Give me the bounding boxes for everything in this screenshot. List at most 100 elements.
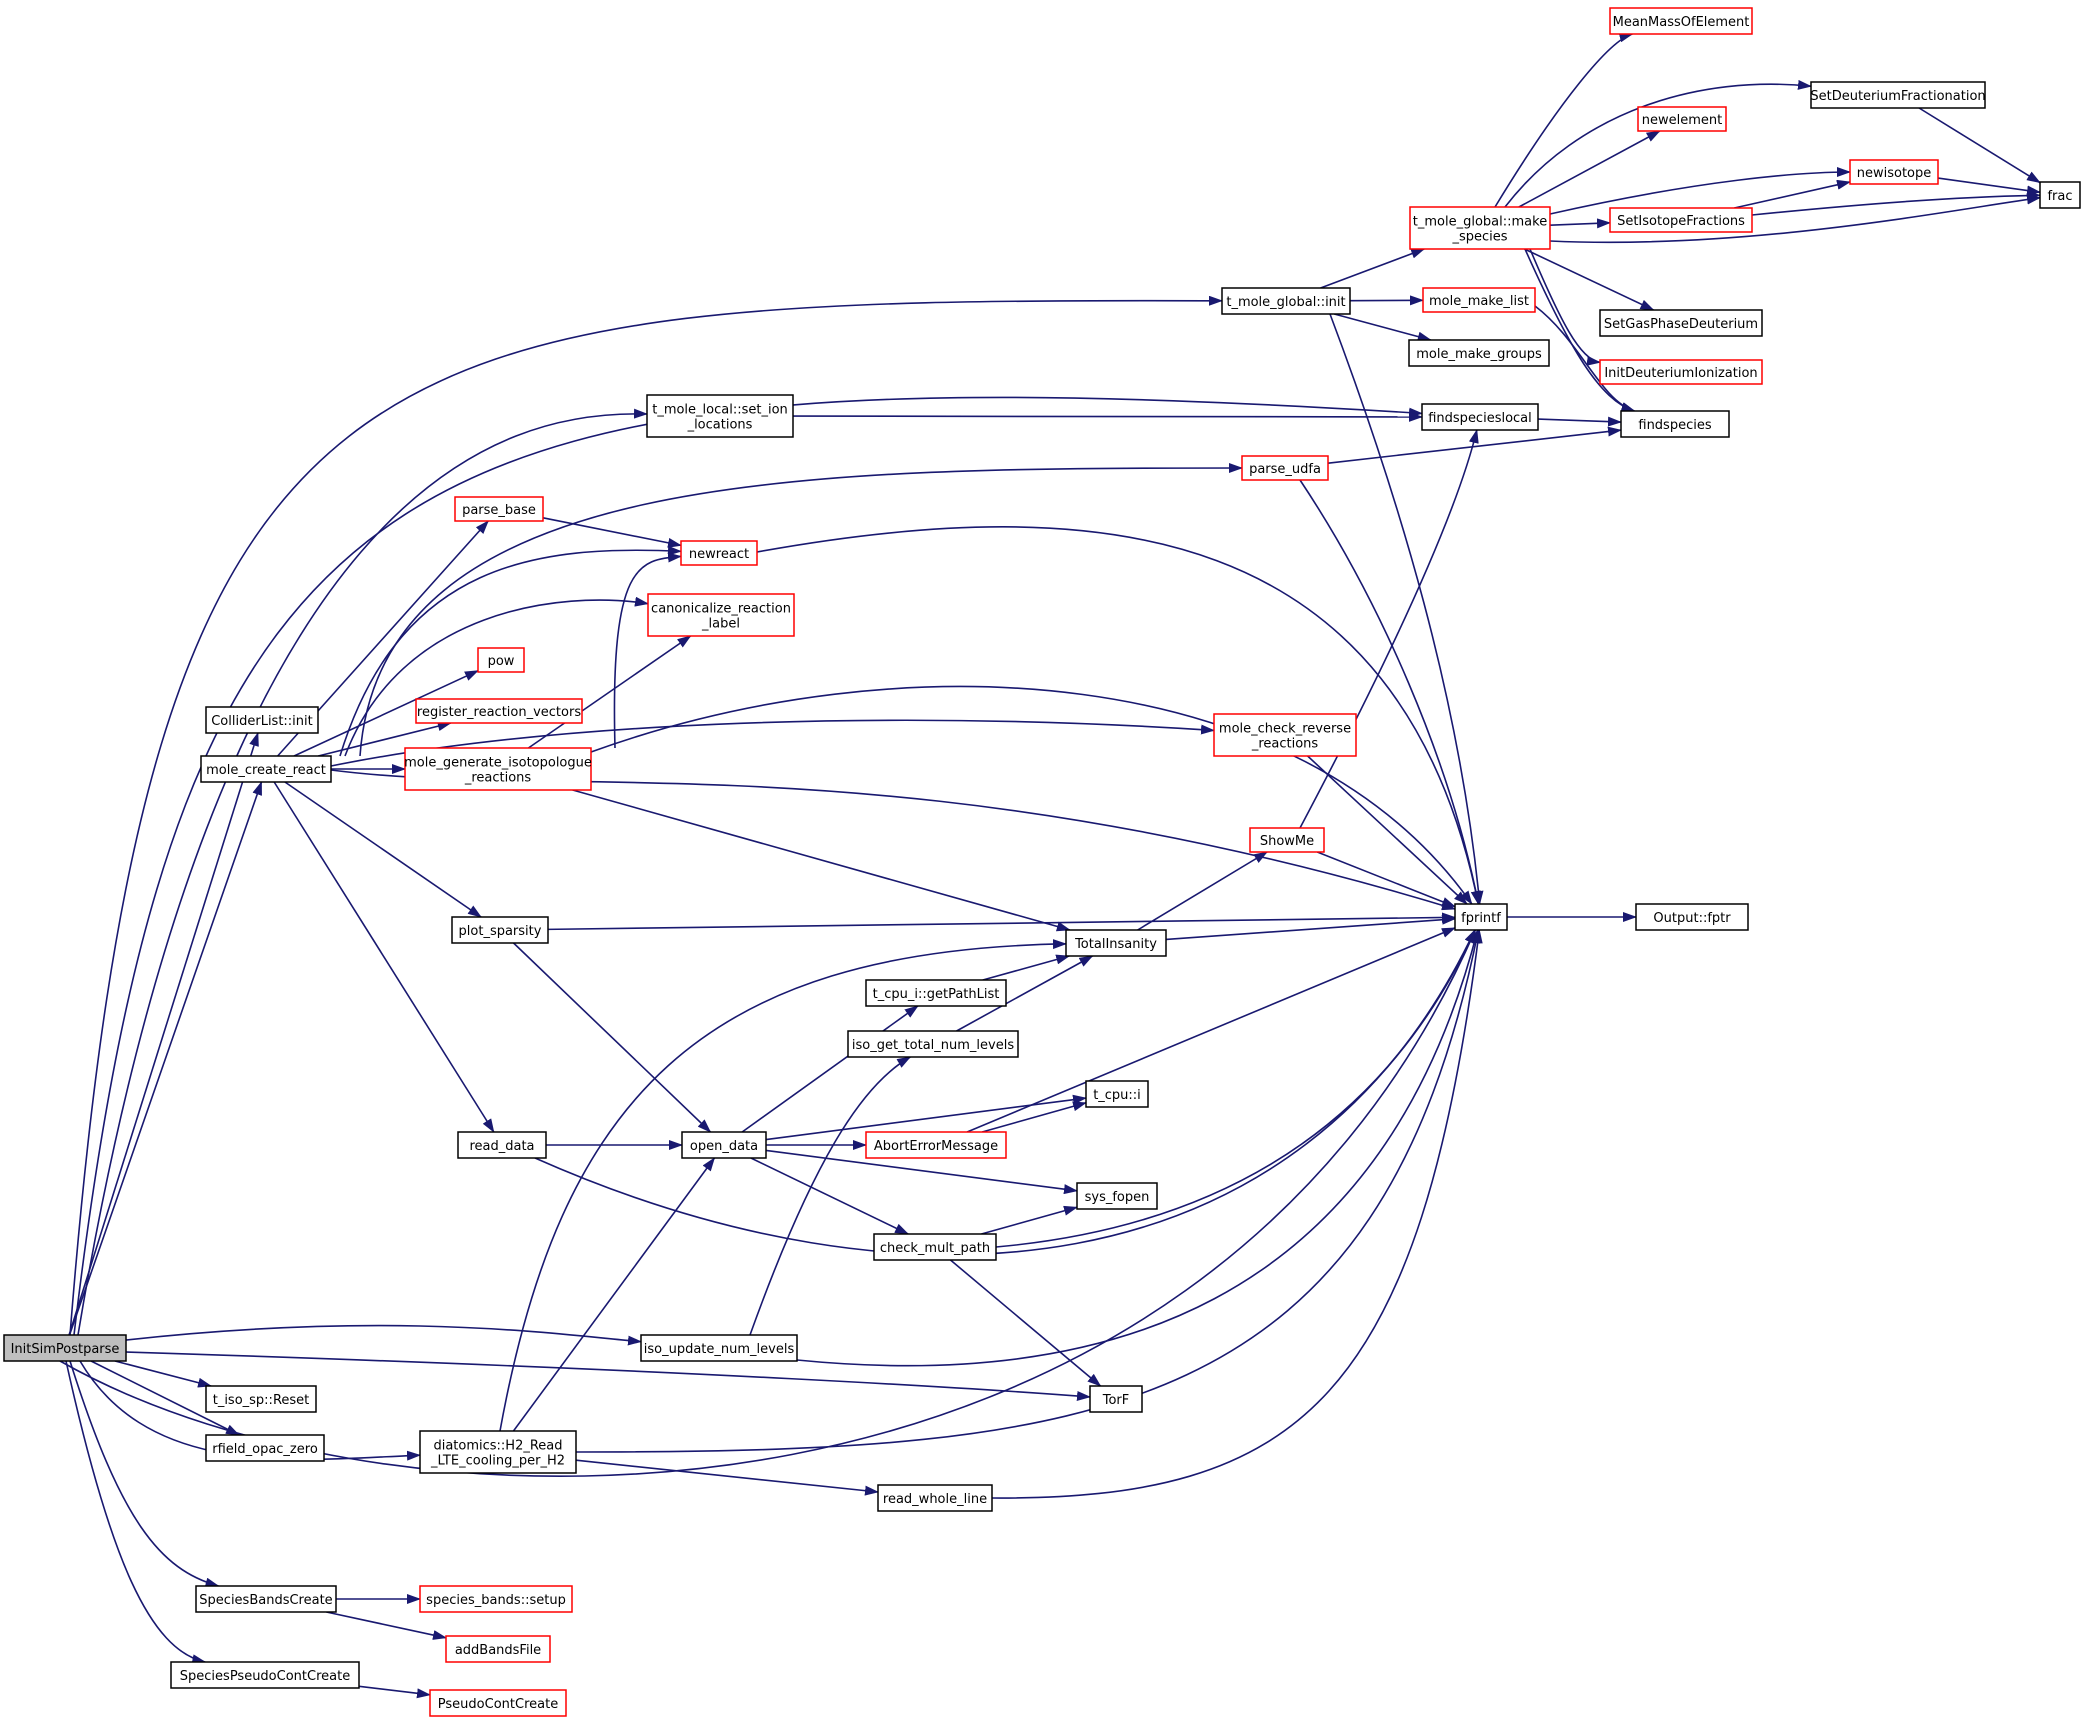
node-output-fptr[interactable]: Output::fptr [1635, 903, 1749, 931]
node-box [1065, 929, 1167, 957]
node-set-deuterium-fractionation[interactable]: SetDeuteriumFractionation [1810, 81, 1986, 109]
node-set-isotope-fractions[interactable]: SetIsotopeFractions [1609, 207, 1753, 233]
edge-t-mole-global-make-species-to-init-deuterium-ionization [1529, 248, 1601, 366]
node-sys-fopen[interactable]: sys_fopen [1076, 1182, 1158, 1210]
edge-check-mult-path-to-tor-f [949, 1259, 1102, 1387]
edge-diatomics-h2-read-to-total-insanity [499, 939, 1067, 1432]
node-mole-check-reverse-reactions[interactable]: mole_check_reverse_reactions [1213, 713, 1357, 757]
node-label: SetGasPhaseDeuterium [1604, 317, 1758, 332]
node-label: PseudoContCreate [438, 1697, 558, 1712]
node-newisotope[interactable]: newisotope [1849, 159, 1939, 185]
edge-mole-create-react-to-register-reaction-vectors [318, 721, 452, 757]
node-label: fprintf [1461, 911, 1501, 926]
node-findspecies[interactable]: findspecies [1620, 410, 1730, 438]
edge-open-data-to-check-mult-path [750, 1157, 910, 1235]
node-canonicalize-reaction-label[interactable]: canonicalize_reaction_label [647, 593, 795, 637]
node-box [1454, 903, 1508, 931]
node-species-bands-setup[interactable]: species_bands::setup [419, 1585, 573, 1613]
node-newelement[interactable]: newelement [1637, 106, 1727, 132]
node-add-bands-file[interactable]: addBandsFile [445, 1635, 551, 1663]
edge-diatomics-h2-read-to-read-whole-line [575, 1459, 879, 1496]
edge-species-bands-create-to-add-bands-file [326, 1611, 447, 1640]
node-newreact[interactable]: newreact [680, 540, 758, 566]
edge-open-data-to-sys-fopen [765, 1149, 1078, 1195]
node-species-pseudo-cont-create[interactable]: SpeciesPseudoContCreate [170, 1661, 360, 1689]
node-box [1221, 287, 1351, 315]
edge-show-me-to-fprintf [1316, 851, 1456, 908]
node-open-data[interactable]: open_data [681, 1131, 767, 1159]
node-plot-sparsity[interactable]: plot_sparsity [451, 916, 549, 944]
edge-mole-generate-isotopologue-reactions-to-fprintf [590, 685, 1473, 905]
node-t-cpu-i-get-path-list[interactable]: t_cpu_i::getPathList [865, 979, 1007, 1007]
node-box [640, 1334, 798, 1362]
node-t-iso-sp-reset[interactable]: t_iso_sp::Reset [205, 1385, 317, 1413]
node-box [1409, 206, 1551, 250]
node-label: findspecies [1638, 418, 1711, 433]
edge-mole-create-react-to-canonicalize-reaction-label [344, 596, 649, 757]
node-mean-mass-of-element[interactable]: MeanMassOfElement [1609, 7, 1753, 35]
node-init-deuterium-ionization[interactable]: InitDeuteriumIonization [1599, 359, 1763, 385]
node-abort-error-message[interactable]: AbortErrorMessage [865, 1131, 1007, 1159]
node-box [1076, 1182, 1158, 1210]
node-box [847, 1030, 1019, 1058]
node-iso-get-total-num-levels[interactable]: iso_get_total_num_levels [847, 1030, 1019, 1058]
node-t-mole-global-init[interactable]: t_mole_global::init [1221, 287, 1351, 315]
node-diatomics-h2-read[interactable]: diatomics::H2_Read_LTE_cooling_per_H2 [419, 1430, 577, 1474]
node-mole-generate-isotopologue-reactions[interactable]: mole_generate_isotopologue_reactions [404, 747, 592, 791]
node-init-sim-postparse[interactable]: InitSimPostparse [3, 1334, 127, 1362]
edges-layer [59, 32, 2041, 1699]
node-set-gas-phase-deuterium[interactable]: SetGasPhaseDeuterium [1599, 309, 1763, 337]
node-register-reaction-vectors[interactable]: register_reaction_vectors [415, 698, 583, 724]
node-mole-make-list[interactable]: mole_make_list [1422, 287, 1536, 313]
node-label: mole_make_list [1429, 294, 1529, 309]
node-read-data[interactable]: read_data [457, 1131, 547, 1159]
node-box [1609, 207, 1753, 233]
node-label: frac [2047, 189, 2072, 204]
node-label: _reactions [464, 771, 532, 786]
node-check-mult-path[interactable]: check_mult_path [873, 1233, 997, 1261]
node-t-mole-local-set-ion-locations[interactable]: t_mole_local::set_ion_locations [646, 394, 794, 438]
node-total-insanity[interactable]: TotalInsanity [1065, 929, 1167, 957]
node-mole-make-groups[interactable]: mole_make_groups [1408, 339, 1550, 367]
node-collider-list-init[interactable]: ColliderList::init [205, 706, 319, 734]
edge-t-mole-global-init-to-mole-make-groups [1334, 313, 1432, 342]
node-findspecieslocal[interactable]: findspecieslocal [1421, 403, 1539, 431]
node-box [415, 698, 583, 724]
node-label: _locations [687, 418, 753, 433]
node-box [1089, 1385, 1143, 1413]
node-box [873, 1233, 997, 1261]
edge-parse-udfa-to-fprintf [1299, 479, 1481, 905]
node-t-cpu-i[interactable]: t_cpu::i [1085, 1080, 1149, 1108]
node-box [457, 1131, 547, 1159]
node-species-bands-create[interactable]: SpeciesBandsCreate [195, 1585, 337, 1613]
node-box [646, 394, 794, 438]
node-parse-base[interactable]: parse_base [454, 496, 544, 522]
node-label: AbortErrorMessage [874, 1139, 998, 1154]
edge-t-mole-global-init-to-fprintf [1329, 313, 1484, 905]
node-show-me[interactable]: ShowMe [1249, 827, 1325, 853]
node-mole-create-react[interactable]: mole_create_react [200, 755, 332, 783]
node-label: parse_base [462, 503, 536, 518]
edge-newisotope-to-frac [1937, 177, 2041, 196]
edge-set-isotope-fractions-to-newisotope [1734, 179, 1851, 209]
node-label: t_mole_global::init [1226, 295, 1345, 310]
node-label: read_data [469, 1139, 534, 1154]
node-label: mole_generate_isotopologue [404, 756, 592, 771]
node-read-whole-line[interactable]: read_whole_line [877, 1484, 993, 1512]
node-tor-f[interactable]: TorF [1089, 1385, 1143, 1413]
edge-t-mole-global-make-species-to-findspecies [1524, 248, 1636, 412]
node-frac[interactable]: frac [2039, 181, 2081, 209]
node-t-mole-global-make-species[interactable]: t_mole_global::make_species [1409, 206, 1551, 250]
node-box [451, 916, 549, 944]
node-pow[interactable]: pow [477, 647, 525, 673]
edge-t-mole-global-make-species-to-newisotope [1549, 167, 1851, 215]
node-parse-udfa[interactable]: parse_udfa [1241, 455, 1329, 481]
edge-init-sim-postparse-to-mole-create-react [68, 781, 263, 1336]
node-box [1849, 159, 1939, 185]
node-pseudo-cont-create[interactable]: PseudoContCreate [429, 1689, 567, 1717]
edge-set-isotope-fractions-to-frac [1751, 190, 2041, 216]
node-rfield-opac-zero[interactable]: rfield_opac_zero [205, 1434, 325, 1462]
node-label: canonicalize_reaction [651, 602, 791, 617]
node-fprintf[interactable]: fprintf [1454, 903, 1508, 931]
node-iso-update-num-levels[interactable]: iso_update_num_levels [640, 1334, 798, 1362]
